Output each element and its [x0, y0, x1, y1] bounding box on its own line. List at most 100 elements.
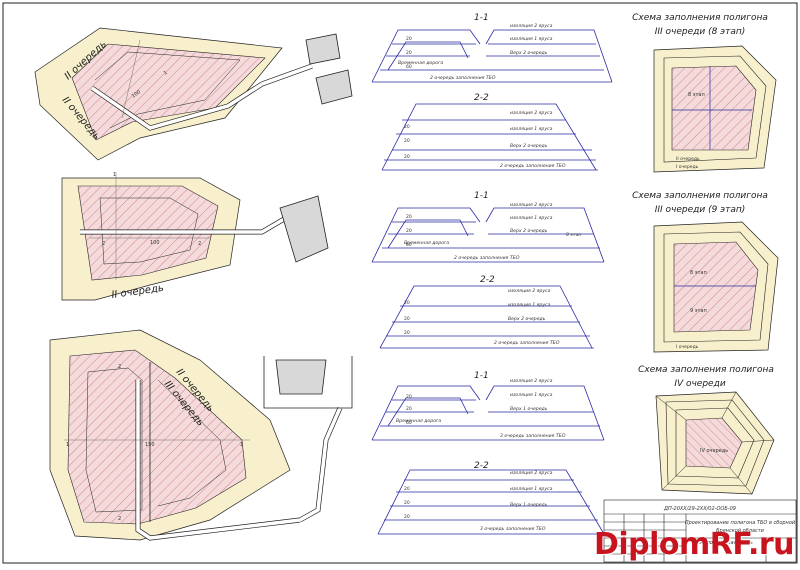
- section-2: [381, 103, 598, 171]
- scheme-b-title-2: III очереди (9 этап): [655, 205, 746, 215]
- section-6-title: 2-2: [474, 461, 489, 471]
- section-5-fill: 3 очередь заполнения ТБО: [500, 433, 566, 439]
- plan-3-building: [275, 359, 327, 395]
- section-1-title: 1-1: [474, 13, 489, 23]
- svg-text:2: 2: [198, 241, 201, 247]
- scheme-a-outer-2: I очередь: [676, 164, 699, 170]
- sections: [371, 29, 613, 535]
- section-2-title: 2-2: [474, 93, 489, 103]
- watermark-logo: DiplomRF.ru: [593, 527, 795, 562]
- scheme-a-outer-1: II очередь: [676, 156, 700, 162]
- scheme-c: Схема заполнения полигона IV очереди IV …: [638, 365, 775, 495]
- svg-text:20: 20: [404, 500, 410, 506]
- scheme-c-title-2: IV очереди: [674, 379, 726, 389]
- scheme-b-inner-2: 9 этап: [690, 308, 707, 314]
- section-4-top2: Верх 2 очередь: [508, 316, 546, 322]
- plan-2: 2 2 100 1 II очередь: [61, 172, 329, 301]
- section-4-title: 2-2: [480, 275, 495, 285]
- section-5-isol2: изоляция 2 ярусa: [510, 378, 553, 384]
- stamp-code: ДП-20ХХ/29-2ХХ/02-ООБ-09: [663, 506, 736, 512]
- svg-text:20: 20: [404, 330, 410, 336]
- section-3-road: Временная дорога: [404, 240, 449, 246]
- svg-text:1: 1: [240, 442, 243, 448]
- svg-text:100: 100: [150, 240, 160, 246]
- svg-text:20: 20: [404, 316, 410, 322]
- section-4-isol2: изоляция 2 ярусa: [508, 288, 551, 294]
- svg-text:20: 20: [406, 406, 412, 412]
- section-2-top2: Верх 2 очередь: [510, 143, 548, 149]
- section-1: [371, 29, 613, 83]
- section-1-road: Временная дорога: [398, 60, 443, 66]
- section-4-isol1: изоляция 1 ярусa: [508, 302, 551, 308]
- section-6: [377, 469, 606, 535]
- scheme-b: Схема заполнения полигона III очереди (9…: [632, 191, 779, 353]
- svg-text:2: 2: [118, 364, 121, 370]
- section-1-isol1: изоляция 1 ярусa: [510, 36, 553, 42]
- title-block: [603, 499, 797, 563]
- svg-text:60: 60: [406, 64, 412, 70]
- section-1-fill: 2 очередь заполнения ТБО: [430, 75, 496, 81]
- section-6-fill: 3 очередь заполнения ТБО: [480, 526, 546, 532]
- svg-text:150: 150: [145, 442, 155, 448]
- scheme-a-inner: 8 этап: [688, 92, 705, 98]
- plan-3: 1 1 150 2 2 II очередь III очередь: [49, 329, 353, 541]
- section-3-fill: 2 очередь заполнения ТБО: [454, 255, 520, 261]
- section-3: [371, 207, 605, 263]
- svg-text:20: 20: [404, 300, 410, 306]
- svg-text:100: 100: [131, 89, 142, 99]
- scheme-a: Схема заполнения полигона III очереди (8…: [632, 13, 777, 173]
- plan-2-building: [279, 195, 329, 263]
- section-6-isol2: изоляция 2 ярусa: [510, 470, 553, 476]
- svg-text:20: 20: [406, 394, 412, 400]
- svg-text:60: 60: [406, 420, 412, 426]
- section-4-fill: 2 очередь заполнения ТБО: [494, 340, 560, 346]
- section-5-road: Временная дорога: [396, 418, 441, 424]
- svg-text:20: 20: [404, 138, 410, 144]
- svg-text:1: 1: [163, 70, 169, 77]
- section-5-isol1: изоляция 1 ярусa: [510, 392, 553, 398]
- scheme-b-inner-1: 8 этап: [690, 270, 707, 276]
- section-3-isol1: изоляция 1 ярусa: [510, 215, 553, 221]
- section-3-top2: Верх 2 очередь: [510, 228, 548, 234]
- plan-1: 1 100 II очередь II очередь: [34, 27, 353, 161]
- section-2-isol1: изоляция 1 ярусa: [510, 126, 553, 132]
- svg-text:2: 2: [102, 241, 105, 247]
- svg-text:60: 60: [406, 242, 412, 248]
- svg-text:20: 20: [404, 514, 410, 520]
- svg-text:20: 20: [406, 214, 412, 220]
- scheme-b-title-1: Схема заполнения полигона: [632, 191, 768, 201]
- scheme-a-title-1: Схема заполнения полигона: [632, 13, 768, 23]
- section-3-title: 1-1: [474, 191, 489, 201]
- section-5-top1: Верх 1 очередь: [510, 406, 548, 412]
- section-3-isol2: изоляция 2 ярусa: [510, 202, 553, 208]
- svg-text:2: 2: [118, 516, 121, 522]
- scheme-c-title-1: Схема заполнения полигона: [638, 365, 774, 375]
- svg-text:20: 20: [406, 50, 412, 56]
- svg-text:20: 20: [404, 486, 410, 492]
- section-1-top2: Верх 2 очередь: [510, 50, 548, 56]
- svg-text:20: 20: [406, 228, 412, 234]
- section-2-fill: 2 очередь заполнения ТБО: [500, 163, 566, 169]
- svg-text:20: 20: [406, 36, 412, 42]
- section-4: [379, 285, 594, 349]
- stamp-lower: Технологическая часть: [691, 540, 753, 546]
- section-1-isol2: изоляция 2 ярусa: [510, 23, 553, 29]
- section-6-top1: Верх 1 очередь: [510, 502, 548, 508]
- scheme-b-outer: I очередь: [676, 344, 699, 350]
- section-3-stage: 8 этап: [566, 232, 581, 238]
- plan-1-building-a: [305, 33, 341, 65]
- plan-1-building-b: [315, 69, 353, 105]
- svg-text:20: 20: [404, 154, 410, 160]
- svg-text:1: 1: [113, 172, 116, 178]
- stamp-desc-2: Брянской области: [716, 528, 765, 534]
- svg-text:1: 1: [66, 442, 69, 448]
- scheme-a-title-2: III очереди (8 этап): [655, 27, 746, 37]
- section-6-isol1: изоляция 1 ярусa: [510, 486, 553, 492]
- stamp-desc-1: Проектирование полигона ТБО в сборной: [685, 520, 796, 526]
- section-5-title: 1-1: [474, 371, 489, 381]
- section-5: [371, 385, 605, 441]
